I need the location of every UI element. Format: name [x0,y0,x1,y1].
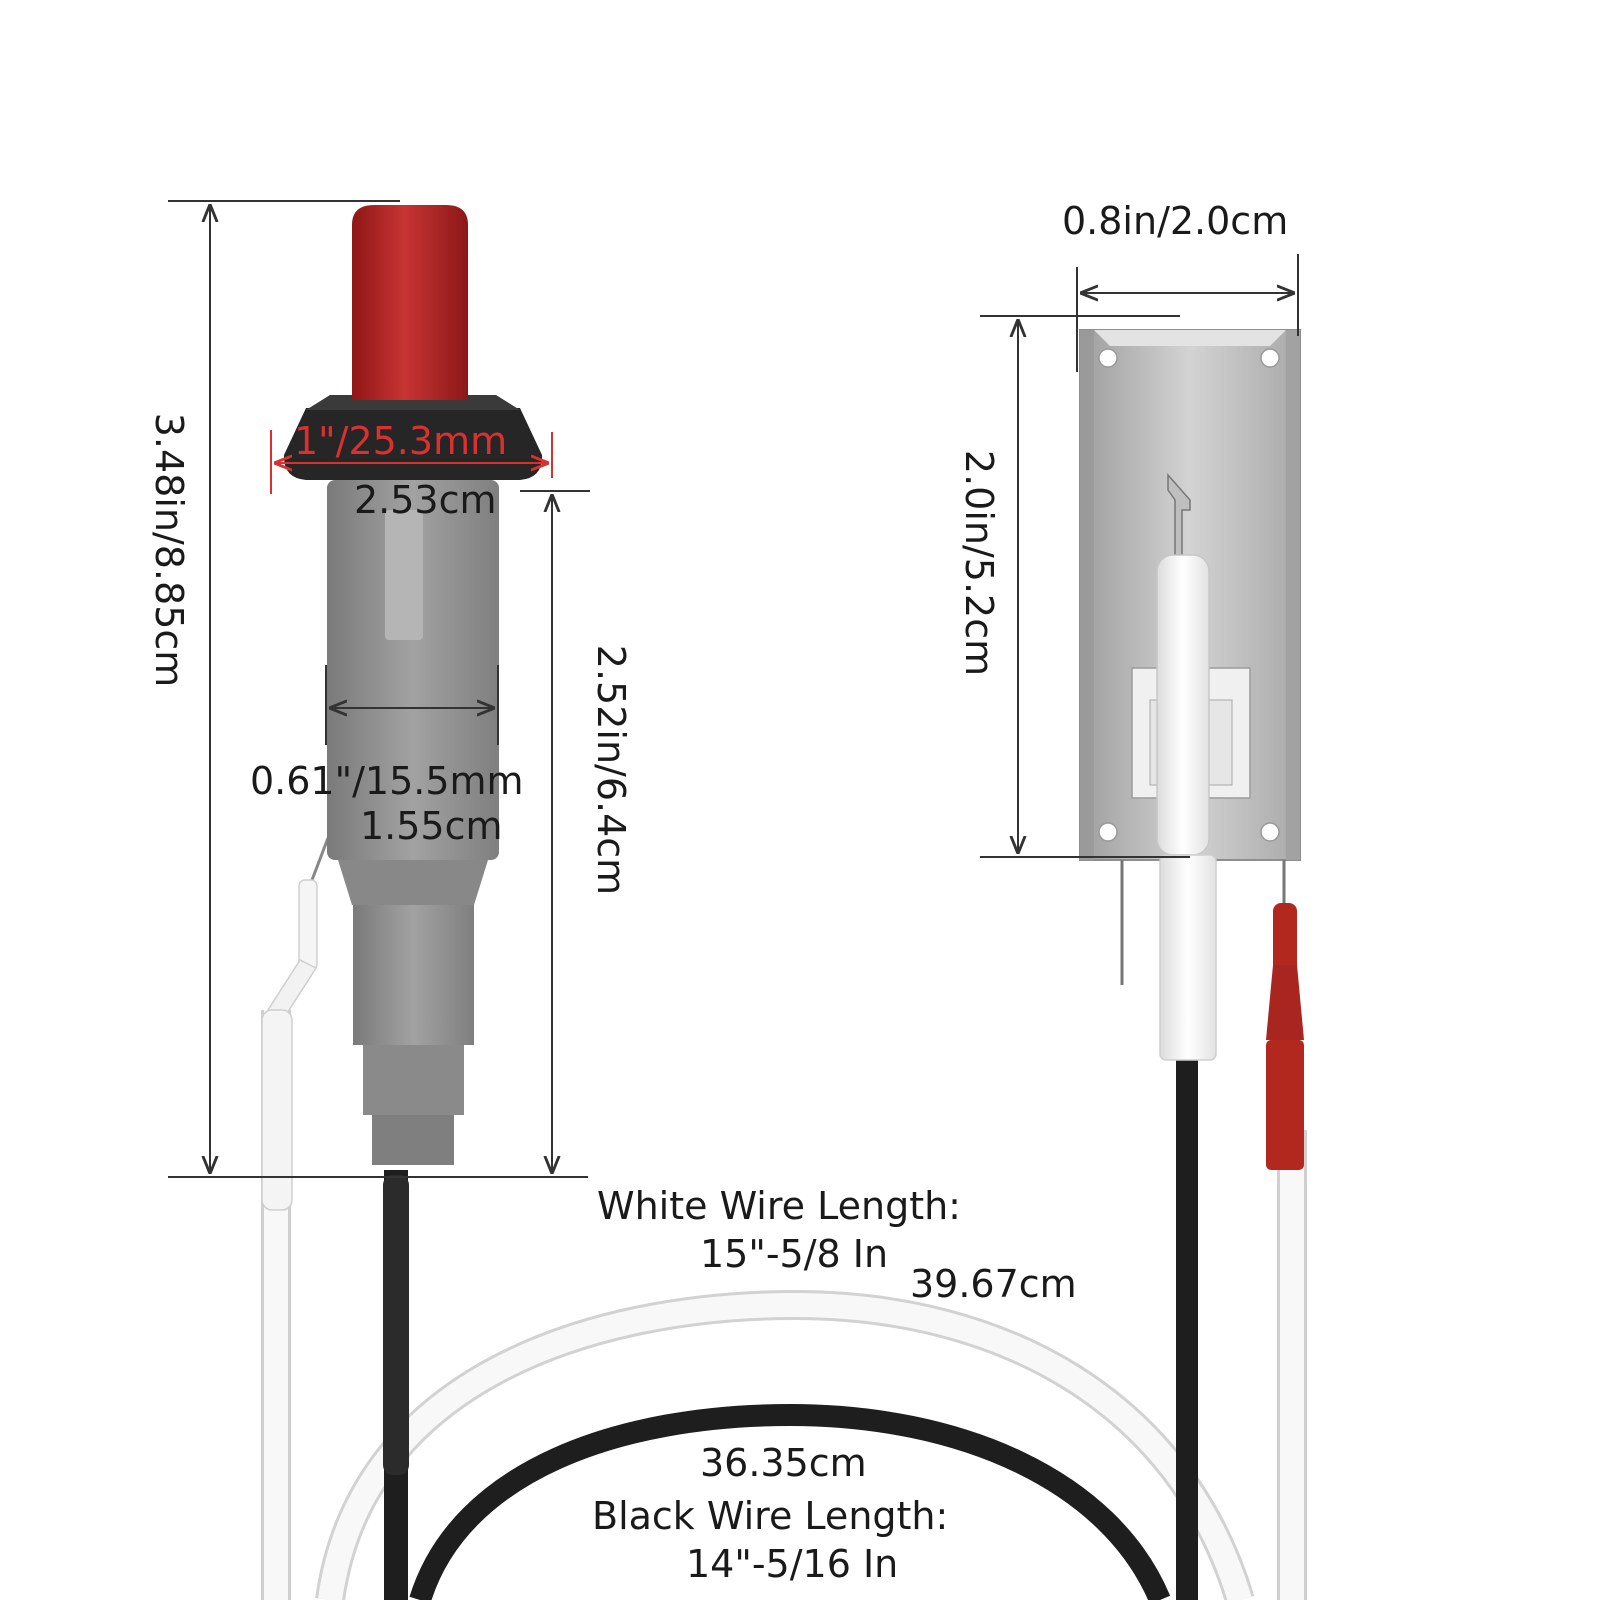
flange-dimension [270,430,553,494]
heat-shrink-sleeve [383,1175,409,1475]
black-wire-cm: 36.35cm [700,1441,867,1485]
flange-diameter-cm-label: 2.53cm [354,478,497,522]
body-width-cm-label: 1.55cm [360,804,503,848]
black-wire-loop [383,1060,1198,1600]
flange-diameter-label: 1"/25.3mm [294,419,508,463]
bracket-width-label: 0.8in/2.0cm [1062,199,1289,243]
dimension-lines [168,200,1299,1178]
push-button [352,205,468,400]
igniter-assembly [261,205,543,1211]
black-wire-title: Black Wire Length: [592,1494,949,1538]
body-height-label: 2.52in/6.4cm [589,644,633,896]
igniter-body [327,480,499,860]
red-sleeve [1266,1040,1304,1170]
electrode-assembly [1079,329,1304,1170]
white-sleeve [261,1009,293,1211]
body-slot [385,510,423,640]
igniter-height-label: 3.48in/8.85cm [147,412,191,688]
black-wire-inches: 14"-5/16 In [686,1542,899,1586]
white-wire-cm: 39.67cm [910,1262,1077,1306]
white-wire-title: White Wire Length: [597,1184,961,1228]
white-wire-inches: 15"-5/8 In [700,1232,889,1276]
body-width-label: 0.61"/15.5mm [250,759,524,803]
bracket-height-label: 2.0in/5.2cm [957,449,1001,677]
ceramic-insulator [1156,554,1210,856]
